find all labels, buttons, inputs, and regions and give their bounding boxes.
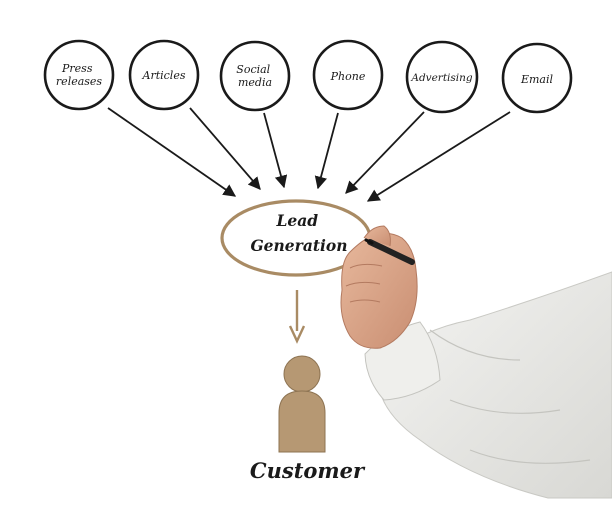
source-node-social-media: Social media bbox=[219, 40, 291, 112]
source-label: Press releases bbox=[56, 62, 103, 88]
hub-label: Lead Generation bbox=[250, 211, 347, 255]
source-node-advertising: Advertising bbox=[405, 40, 479, 114]
source-circle bbox=[43, 39, 115, 111]
source-label: Phone bbox=[330, 70, 366, 83]
source-node-email: Email bbox=[501, 42, 573, 114]
source-arrows bbox=[107, 107, 511, 202]
arrow-phone bbox=[314, 112, 339, 190]
customer-label: Customer bbox=[250, 458, 366, 483]
arrow-email bbox=[366, 111, 511, 202]
source-label: Advertising bbox=[410, 72, 473, 84]
source-circle bbox=[219, 40, 291, 112]
source-label: Articles bbox=[142, 69, 186, 82]
source-circle bbox=[128, 39, 200, 111]
arrow-articles bbox=[189, 107, 261, 190]
arrow-advertising bbox=[345, 111, 425, 194]
source-node-phone: Phone bbox=[312, 39, 384, 111]
source-node-articles: Articles bbox=[128, 39, 200, 111]
source-label: Social media bbox=[236, 63, 273, 89]
arrow-press-releases bbox=[107, 107, 237, 197]
source-circle bbox=[312, 39, 384, 111]
hub-to-customer-arrow bbox=[288, 290, 306, 344]
source-circle bbox=[501, 42, 573, 114]
source-node-press-releases: Press releases bbox=[43, 39, 115, 111]
hand-with-marker-illustration bbox=[340, 225, 612, 499]
source-label: Email bbox=[520, 73, 554, 86]
source-circle bbox=[405, 40, 479, 114]
arrow-social-media bbox=[263, 112, 288, 189]
customer-icon bbox=[278, 355, 326, 453]
